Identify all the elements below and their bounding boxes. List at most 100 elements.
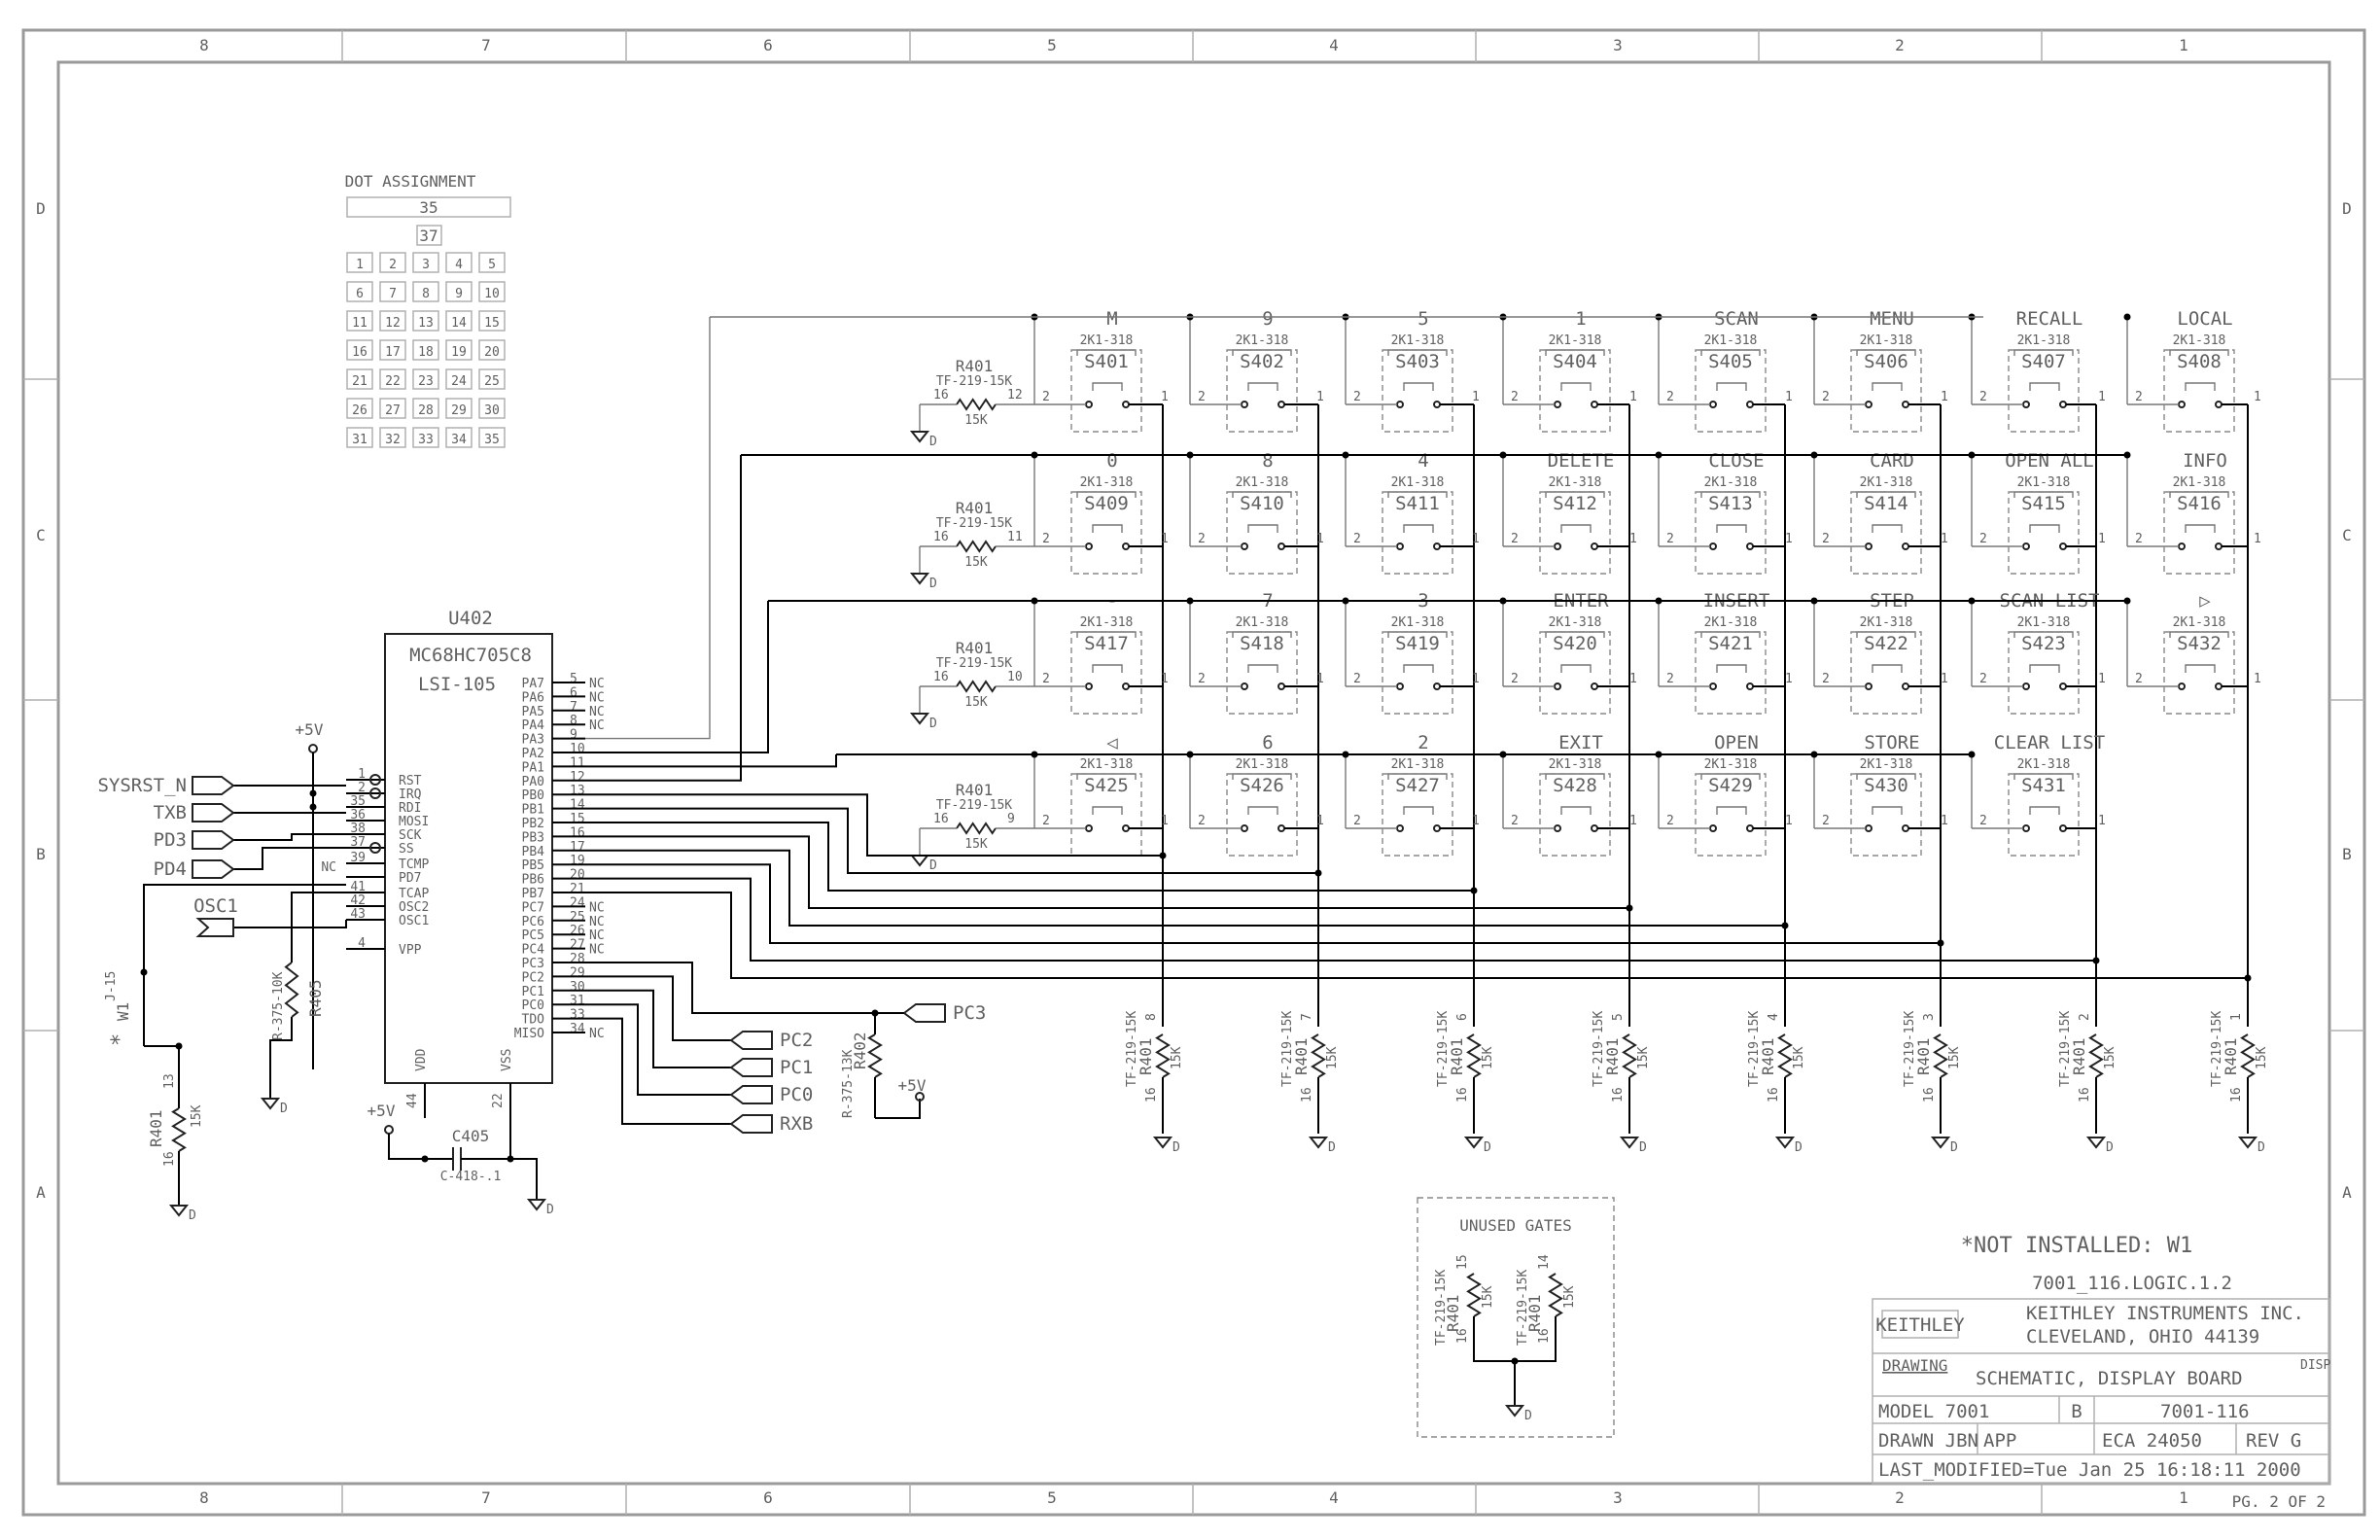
switch-contact [1554,542,1561,550]
resistor-ref: R401 [1603,1037,1622,1075]
dot-cell-label: 20 [484,345,500,360]
junction-dot [1159,852,1167,859]
switch-contact [1278,824,1285,832]
resistor-value: 15K [1481,1046,1495,1069]
resistor-part: TF-219-15K [2058,1011,2073,1087]
dot-cell: 4 [445,252,472,273]
switch-id: S402 [1240,351,1284,372]
approved: APP [1983,1430,2016,1452]
ic-pin-number: 42 [350,893,366,908]
switch-outline [1695,491,1767,575]
dot-cell-label: 2 [389,258,397,272]
ic-pin-number: 21 [570,882,585,896]
dot-top: 35 [419,198,438,217]
resistor-part: TF-219-15K [1125,1011,1139,1087]
dot-cell-label: 4 [455,258,463,272]
dot-cell-label: 16 [352,345,368,360]
key-label: OPEN ALL [2005,450,2094,472]
port-label: PC3 [953,1002,986,1024]
switch-contact [1122,682,1130,690]
port-pc0: PC0 [729,1084,813,1105]
zone-column-top: 4 [1329,36,1339,54]
ground-icon [2237,1137,2258,1149]
ic-pin-nc: NC [589,718,605,733]
ground-label: D [1795,1140,1802,1155]
resistor-pin: 16 [933,388,949,402]
switch-pin: 2 [1353,814,1361,828]
dot-cell: 12 [379,310,406,332]
page-number: PG. 2 OF 2 [2232,1492,2326,1511]
switch-plunger [1716,806,1747,815]
resistor-pin: 16 [933,670,949,684]
power-terminal [915,1092,925,1102]
switch-pin: 2 [1822,390,1830,404]
port-pc2: PC2 [729,1030,813,1051]
dot-cell-box [412,252,439,273]
resistor-value: 15K [2103,1046,2118,1069]
dot-cell-box [478,398,506,419]
zone-column-bottom: 3 [1613,1488,1623,1507]
switch-plunger [1247,806,1278,815]
dot-cell-box [379,427,406,448]
switch-plunger [1560,524,1592,533]
ground-symbol: D [1152,1137,1180,1155]
ground-label: D [2106,1140,2114,1155]
switch-outline [2163,491,2235,575]
key-label: 4 [1418,450,1428,472]
resistor-pin: 1 [2229,1013,2244,1021]
switch-contact [2059,542,2067,550]
dot-cell-box [445,310,472,332]
switch-id: S429 [1708,775,1753,796]
dot-cell-label: 13 [418,316,434,331]
switch-outline [2008,349,2080,433]
switch-part: 2K1-318 [1080,333,1134,348]
ground-label: D [1172,1140,1180,1155]
ic-ref: U402 [448,608,493,629]
key-label: 5 [1418,308,1428,330]
resistor-part: TF-219-15K [1592,1011,1606,1087]
ic-pin-name: SS [399,842,414,857]
switch-outline [1539,773,1611,857]
dot-cell-label: 6 [356,287,364,301]
switch-pin: 1 [1316,814,1324,828]
port-arrow-icon [192,803,235,822]
switch-contact [2022,682,2030,690]
switch-contact [1902,824,1909,832]
switch-pin: 2 [1198,532,1206,546]
switch-plunger [2029,664,2060,673]
switch-outline [1695,631,1767,715]
switch-plunger [1247,664,1278,673]
switch-pin: 1 [1785,814,1793,828]
switch-plunger [2029,524,2060,533]
switch-contact [1865,401,1872,408]
switch-plunger [2185,524,2216,533]
switch-outline [1539,349,1611,433]
switch-contact [2022,401,2030,408]
switch-part: 2K1-318 [1236,475,1289,490]
size: B [2071,1401,2082,1422]
dot-cell-box [379,339,406,361]
port-label: PC0 [780,1084,813,1105]
resistor-part: TF-219-15K [1436,1011,1451,1087]
switch-pin: 2 [2135,532,2143,546]
junction-dot [140,968,148,976]
dot-cell: 14 [445,310,472,332]
zone-column-bottom: 7 [481,1488,491,1507]
switch-plunger [1092,806,1123,815]
switch-outline [1070,349,1142,433]
zone-row-right: A [2342,1183,2352,1202]
switch-id: S404 [1553,351,1597,372]
ground-label: D [929,577,937,591]
